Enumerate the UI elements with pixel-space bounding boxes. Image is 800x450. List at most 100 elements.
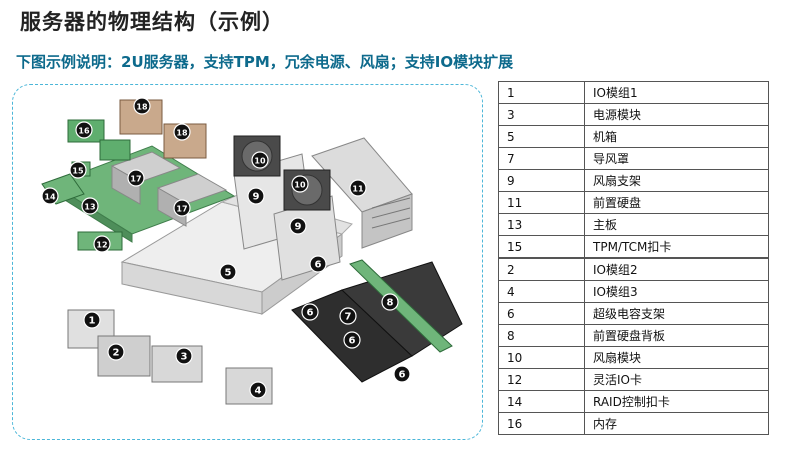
callout-number: 2 <box>113 348 120 359</box>
legend-component-name: 机箱 <box>584 125 769 148</box>
cpu-shape <box>119 99 207 159</box>
legend-number: 12 <box>498 368 585 391</box>
legend-number: 7 <box>498 147 585 170</box>
callout-marker: 6 <box>393 365 411 383</box>
front-drive-cage-shape <box>311 137 413 249</box>
legend-number: 6 <box>498 302 585 325</box>
callout-marker: 12 <box>93 235 111 253</box>
legend-number: 3 <box>498 103 585 126</box>
callout-marker: 5 <box>219 263 237 281</box>
callout-marker: 13 <box>81 197 99 215</box>
legend-component-name: 导风罩 <box>584 147 769 170</box>
callout-number: 17 <box>176 205 187 214</box>
callout-number: 6 <box>399 370 406 381</box>
callout-marker: 8 <box>381 293 399 311</box>
legend-number: 5 <box>498 125 585 148</box>
legend-component-name: IO模组1 <box>584 81 769 104</box>
diagram-frame <box>12 84 483 440</box>
callout-number: 15 <box>72 167 84 176</box>
callout-number: 18 <box>136 103 148 112</box>
callout-marker: 10 <box>251 151 269 169</box>
legend-component-name: 前置硬盘背板 <box>584 324 769 347</box>
legend-number: 9 <box>498 169 585 192</box>
callout-marker: 6 <box>343 331 361 349</box>
callout-number: 6 <box>307 308 314 319</box>
callout-number: 10 <box>254 157 266 166</box>
callout-marker: 18 <box>133 97 151 115</box>
callout-number: 17 <box>130 175 141 184</box>
legend-component-name: 超级电容支架 <box>584 302 769 325</box>
callout-number: 6 <box>315 260 322 271</box>
callout-marker: 16 <box>75 121 93 139</box>
legend-component-name: 风扇模块 <box>584 346 769 369</box>
callout-number: 12 <box>96 241 107 250</box>
legend-component-name: 风扇支架 <box>584 169 769 192</box>
callout-marker: 1 <box>83 311 101 329</box>
callout-number: 13 <box>84 203 95 212</box>
callout-number: 5 <box>225 268 232 279</box>
callout-marker: 9 <box>247 187 265 205</box>
callout-number: 3 <box>181 352 188 363</box>
legend-number: 2 <box>498 258 585 281</box>
callout-number: 10 <box>294 181 306 190</box>
callout-number: 4 <box>255 386 262 397</box>
drive-backplane-shape <box>349 259 453 353</box>
legend-number: 11 <box>498 191 585 214</box>
page-subtitle: 下图示例说明：2U服务器，支持TPM，冗余电源、风扇；支持IO模块扩展 <box>16 53 514 71</box>
callout-marker: 6 <box>301 303 319 321</box>
legend-component-name: 前置硬盘 <box>584 191 769 214</box>
legend-component-name: RAID控制扣卡 <box>584 390 769 413</box>
callout-number: 6 <box>349 336 356 347</box>
callout-number: 9 <box>253 192 260 203</box>
legend-component-name: 灵活IO卡 <box>584 368 769 391</box>
legend-component-name: 主板 <box>584 213 769 236</box>
legend-component-name: IO模组3 <box>584 280 769 303</box>
callout-marker: 2 <box>107 343 125 361</box>
callout-marker: 17 <box>127 169 145 187</box>
legend-number: 4 <box>498 280 585 303</box>
legend-component-name: TPM/TCM扣卡 <box>584 235 769 258</box>
callout-marker: 7 <box>339 307 357 325</box>
legend-number: 16 <box>498 412 585 435</box>
callout-marker: 9 <box>289 217 307 235</box>
callout-number: 9 <box>295 222 302 233</box>
callout-marker: 18 <box>173 123 191 141</box>
callout-marker: 3 <box>175 347 193 365</box>
callout-number: 14 <box>44 193 56 202</box>
callout-number: 18 <box>176 129 188 138</box>
legend-number: 14 <box>498 390 585 413</box>
legend-number: 10 <box>498 346 585 369</box>
callout-number: 11 <box>352 185 364 194</box>
legend-component-name: IO模组2 <box>584 258 769 281</box>
legend-number: 15 <box>498 235 585 258</box>
callout-number: 8 <box>387 298 394 309</box>
callout-marker: 10 <box>291 175 309 193</box>
legend-component-name: 电源模块 <box>584 103 769 126</box>
callout-number: 16 <box>78 127 90 136</box>
legend-number: 13 <box>498 213 585 236</box>
callout-marker: 14 <box>41 187 59 205</box>
callout-marker: 17 <box>173 199 191 217</box>
callout-number: 7 <box>345 312 352 323</box>
callout-number: 1 <box>89 316 96 327</box>
legend-number: 8 <box>498 324 585 347</box>
